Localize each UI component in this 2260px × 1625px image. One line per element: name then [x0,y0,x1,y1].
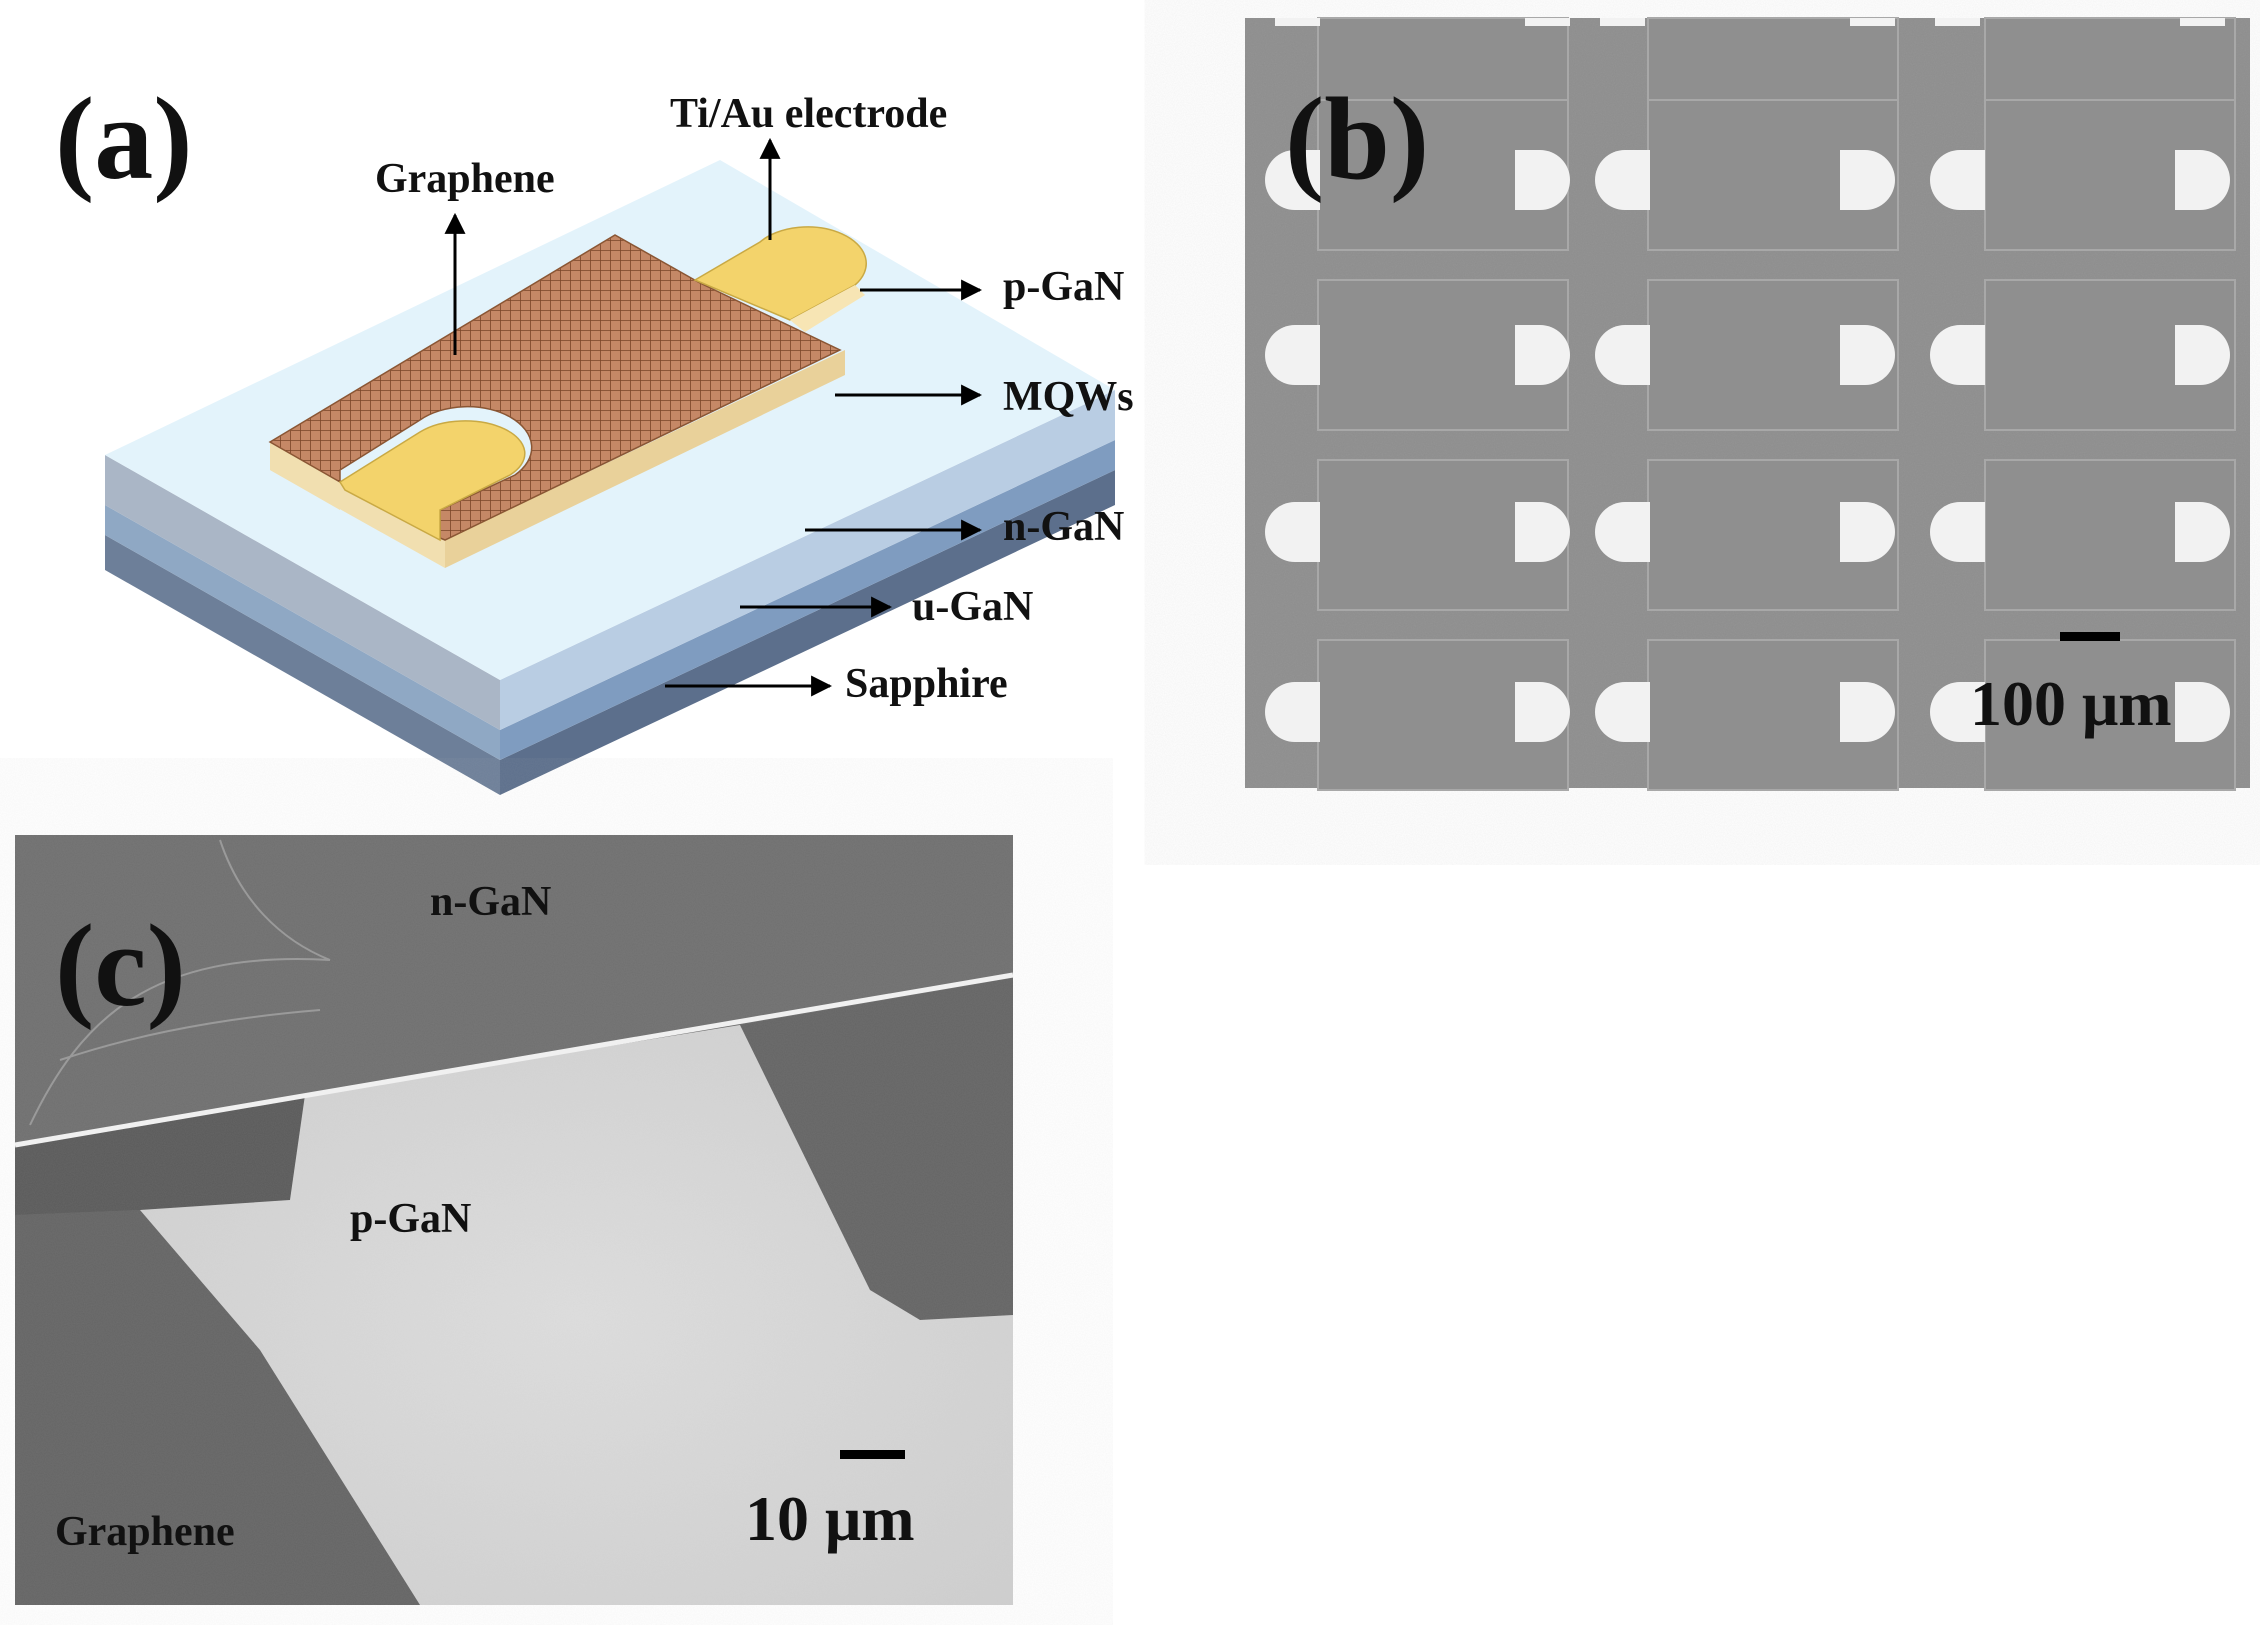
device-outline [1984,17,2236,101]
ngan-side-right [500,390,1115,730]
panel-b-tag: (b) [1285,73,1429,204]
scale-label-c: 10 μm [745,1483,915,1554]
electrode-pad [1595,502,1650,562]
electrode-pad-partial [1275,18,1320,26]
device-outline [1317,17,1569,101]
ugan-side-left [105,505,500,760]
electrode-pad [2175,150,2230,210]
p-electrode-rim [790,285,865,332]
device-outline [1647,17,1899,101]
p-electrode [693,226,867,321]
device-array [1265,17,2236,791]
electrode-pad [1930,150,1985,210]
electrode-pad [1595,325,1650,385]
mesa-side-2 [445,350,845,568]
device-outline [1647,459,1899,611]
label-pgan-a: p-GaN [1003,264,1124,310]
electrode-pad-partial [2180,18,2225,26]
electrode-pad [2175,502,2230,562]
electrode-pad [1265,682,1320,742]
sapphire-side-left [105,535,500,795]
mesa-edge-line [14,972,1014,1148]
scale-label-b: 100 μm [1970,668,2172,739]
electrode-pad [1595,150,1650,210]
electrode-pad [1840,325,1895,385]
electrode-pad [1930,682,1985,742]
panel-a-tag: (a) [55,73,193,204]
panel-b-sem: (b) 100 μm [1245,17,2250,791]
graphene-wrinkles [29,839,331,1126]
label-mqws: MQWs [1003,374,1134,420]
label-pgan-c: p-GaN [350,1196,471,1242]
label-ngan-a: n-GaN [1003,504,1124,550]
electrode-pad-partial [1525,18,1570,26]
electrode-pad-partial [1935,18,1980,26]
panel-c-sem: (c) n-GaN p-GaN Graphene 10 μm [14,835,1014,1605]
ngan-side-left [105,455,500,730]
panel-a-diagram: (a) Ti/Au electrode Graphene p-GaN MQWs … [55,73,1134,795]
graphene-layer [268,234,842,541]
electrode-pad [2175,682,2230,742]
electrode-pad [1515,150,1570,210]
electrode-pad-partial [1850,18,1895,26]
label-ugan: u-GaN [912,584,1033,630]
label-graphene-a: Graphene [375,156,555,202]
panel-c-tag: (c) [55,900,186,1031]
electrode-pad [1265,325,1320,385]
scalebar-c [840,1450,905,1459]
electrode-pad [1840,682,1895,742]
electrode-pad [1840,150,1895,210]
electrode-pad [1840,502,1895,562]
label-electrode: Ti/Au electrode [670,91,947,137]
electrode-pad [1265,150,1320,210]
sapphire-side-right [500,470,1115,795]
electrode-pad [1265,502,1320,562]
electrode-pad [1515,502,1570,562]
electrode-pad-partial [1600,18,1645,26]
electrode-pad [1595,682,1650,742]
electrode-pad [1515,682,1570,742]
electrode-pad [2175,325,2230,385]
electrode-pad [1930,325,1985,385]
label-sapphire: Sapphire [845,661,1008,707]
mesa-side-3 [270,442,340,510]
scalebar-b [2060,632,2120,641]
electrode-pad [1515,325,1570,385]
n-electrode [338,420,526,542]
label-graphene-c: Graphene [55,1509,235,1555]
label-ngan-c: n-GaN [430,879,551,925]
electrode-pad [1930,502,1985,562]
